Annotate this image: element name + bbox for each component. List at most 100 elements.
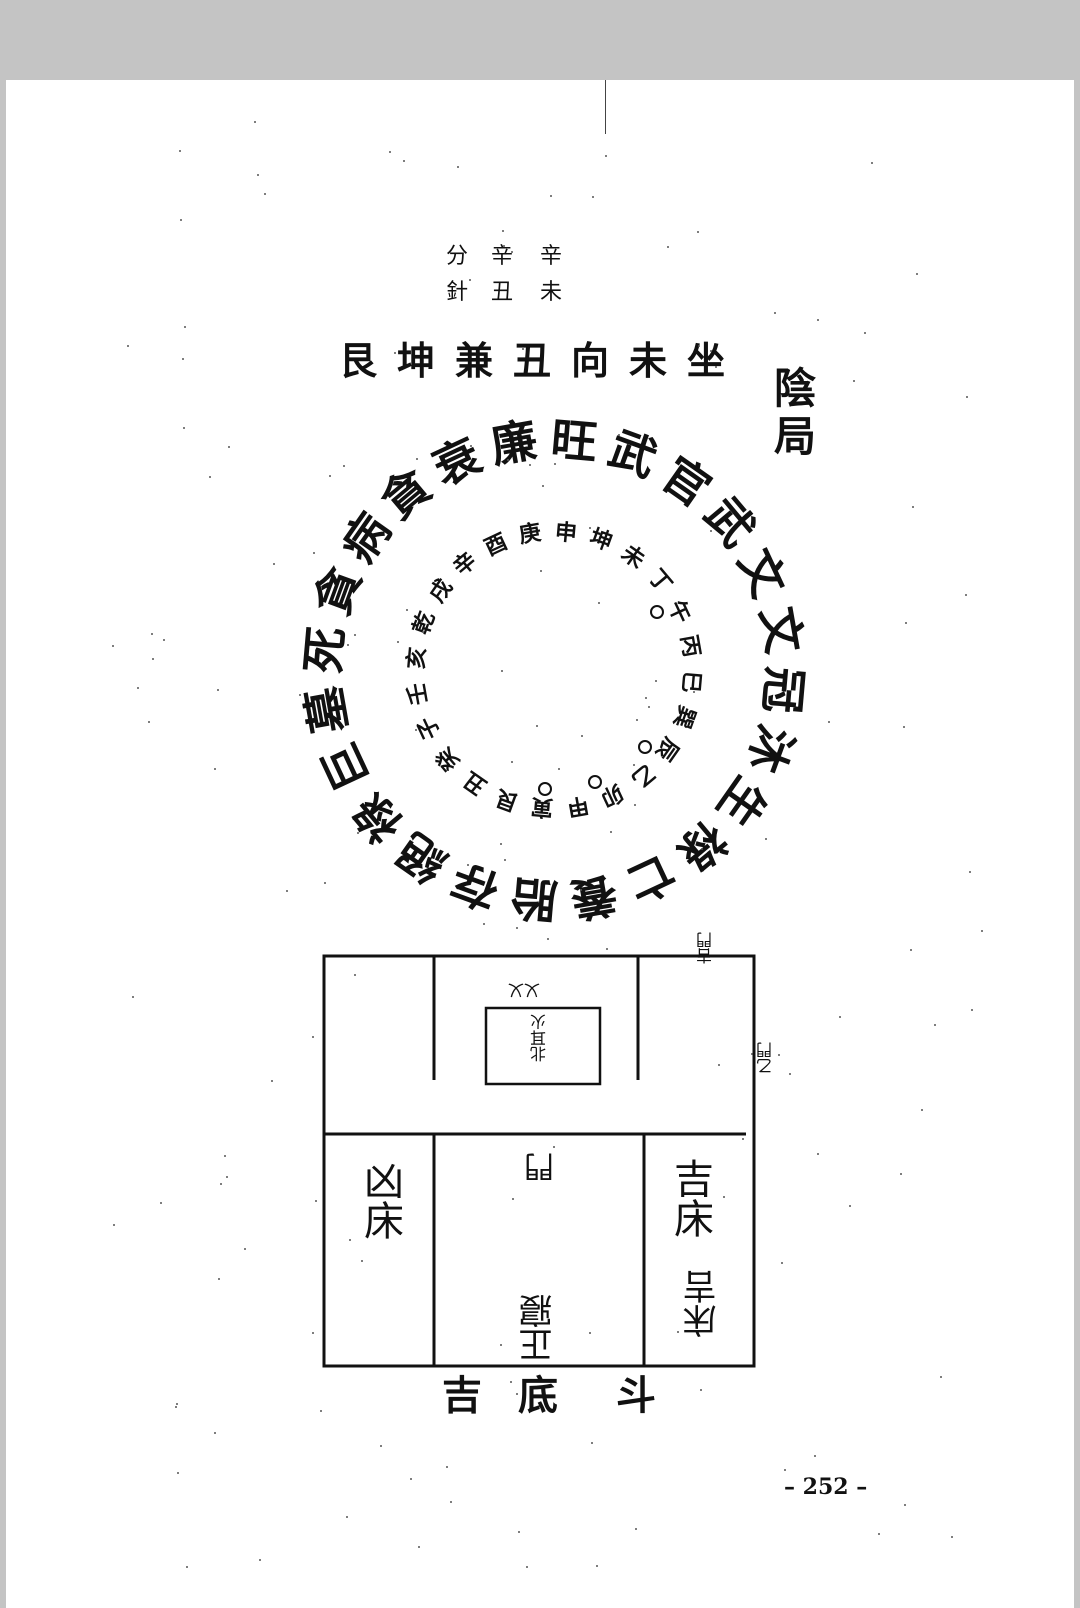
scan-speck bbox=[634, 804, 636, 806]
scan-speck bbox=[610, 831, 612, 833]
scan-speck bbox=[286, 890, 288, 892]
scan-speck bbox=[904, 1504, 906, 1506]
scan-speck bbox=[483, 923, 485, 925]
scan-speck bbox=[183, 427, 185, 429]
scan-speck bbox=[636, 719, 638, 721]
building-plan bbox=[322, 954, 756, 1368]
scan-speck bbox=[184, 326, 186, 328]
scan-speck bbox=[789, 1073, 791, 1075]
scan-speck bbox=[934, 1024, 936, 1026]
title-char: 艮 bbox=[339, 338, 378, 383]
scan-speck bbox=[969, 871, 971, 873]
scan-speck bbox=[347, 644, 349, 646]
header-char: 辛 bbox=[491, 244, 514, 269]
scan-speck bbox=[529, 464, 531, 466]
scan-speck bbox=[710, 350, 712, 352]
title-char: 向 bbox=[571, 338, 610, 383]
scan-speck bbox=[693, 691, 695, 693]
scan-speck bbox=[635, 1528, 637, 1530]
scan-speck bbox=[511, 761, 513, 763]
scan-speck bbox=[313, 552, 315, 554]
scan-speck bbox=[500, 1344, 502, 1346]
scan-speck bbox=[264, 193, 266, 195]
ring-marker bbox=[588, 774, 603, 789]
scan-speck bbox=[605, 155, 607, 157]
scan-speck bbox=[951, 1536, 953, 1538]
scan-speck bbox=[244, 1248, 246, 1250]
scan-speck bbox=[259, 1559, 261, 1561]
page-fold-line bbox=[605, 80, 606, 134]
scan-speck bbox=[648, 706, 650, 708]
left-room-label: 凶床 bbox=[357, 1160, 403, 1240]
scan-speck bbox=[357, 832, 359, 834]
scan-speck bbox=[209, 476, 211, 478]
scan-speck bbox=[701, 848, 703, 850]
scan-speck bbox=[778, 1054, 780, 1056]
scan-speck bbox=[814, 1455, 816, 1457]
scan-speck bbox=[864, 332, 866, 334]
plan-note: 乙門 bbox=[756, 1042, 775, 1074]
scan-speck bbox=[470, 445, 472, 447]
header-char: 針 bbox=[446, 280, 469, 305]
title-char: 兼 bbox=[455, 338, 494, 383]
scan-speck bbox=[416, 458, 418, 460]
scan-speck bbox=[218, 1278, 220, 1280]
scan-speck bbox=[589, 527, 591, 529]
right-room-note: 床吉 bbox=[683, 1270, 723, 1338]
scan-speck bbox=[361, 1260, 363, 1262]
scan-speck bbox=[912, 506, 914, 508]
scan-speck bbox=[522, 348, 524, 350]
scan-speck bbox=[878, 1533, 880, 1535]
scan-speck bbox=[581, 735, 583, 737]
scan-speck bbox=[389, 151, 391, 153]
scan-speck bbox=[966, 396, 968, 398]
side-label-char: 陰 bbox=[774, 364, 817, 413]
scan-speck bbox=[217, 689, 219, 691]
scan-speck bbox=[774, 312, 776, 314]
scan-speck bbox=[502, 230, 504, 232]
compass-diagram: 文冠沐生祿亡養胎存絕祿巨墓死貪病貪衰廉旺武官武文乾戌辛酉庚申坤未丁午丙巳巽辰乙卯… bbox=[6, 80, 1074, 1608]
scan-speck bbox=[592, 196, 594, 198]
scan-speck bbox=[467, 864, 469, 866]
scan-speck bbox=[542, 485, 544, 487]
scan-speck bbox=[163, 639, 165, 641]
scan-speck bbox=[817, 1153, 819, 1155]
scan-speck bbox=[343, 465, 345, 467]
scan-speck bbox=[397, 641, 399, 643]
side-label-char: 局 bbox=[774, 412, 817, 461]
caption-char: 底 bbox=[518, 1372, 558, 1419]
scan-speck bbox=[751, 1053, 753, 1055]
scan-speck bbox=[511, 251, 513, 253]
scan-speck bbox=[540, 570, 542, 572]
scan-speck bbox=[315, 1200, 317, 1202]
scan-speck bbox=[849, 1205, 851, 1207]
center-bottom-label: 正寢 bbox=[519, 1294, 559, 1362]
scan-speck bbox=[784, 1469, 786, 1471]
header-char: 分 bbox=[446, 244, 469, 269]
scan-speck bbox=[828, 721, 830, 723]
scan-speck bbox=[606, 948, 608, 950]
scan-speck bbox=[981, 930, 983, 932]
scan-speck bbox=[346, 1516, 348, 1518]
scan-speck bbox=[148, 721, 150, 723]
scan-speck bbox=[186, 1566, 188, 1568]
title-char: 丑 bbox=[513, 338, 552, 383]
scan-speck bbox=[226, 1176, 228, 1178]
scan-speck bbox=[839, 1016, 841, 1018]
page-number: – 252 – bbox=[784, 1474, 868, 1500]
scan-speck bbox=[940, 1376, 942, 1378]
scan-speck bbox=[618, 434, 620, 436]
scan-speck bbox=[113, 1224, 115, 1226]
scan-speck bbox=[152, 658, 154, 660]
scan-speck bbox=[742, 1138, 744, 1140]
scan-speck bbox=[655, 680, 657, 682]
scan-speck bbox=[900, 1173, 902, 1175]
caption-char: 吉 bbox=[442, 1372, 482, 1419]
scan-speck bbox=[380, 1445, 382, 1447]
scan-speck bbox=[591, 1442, 593, 1444]
scan-speck bbox=[507, 459, 509, 461]
scan-speck bbox=[273, 563, 275, 565]
scan-speck bbox=[921, 1109, 923, 1111]
scan-speck bbox=[469, 279, 471, 281]
header-char: 丑 bbox=[491, 280, 514, 305]
